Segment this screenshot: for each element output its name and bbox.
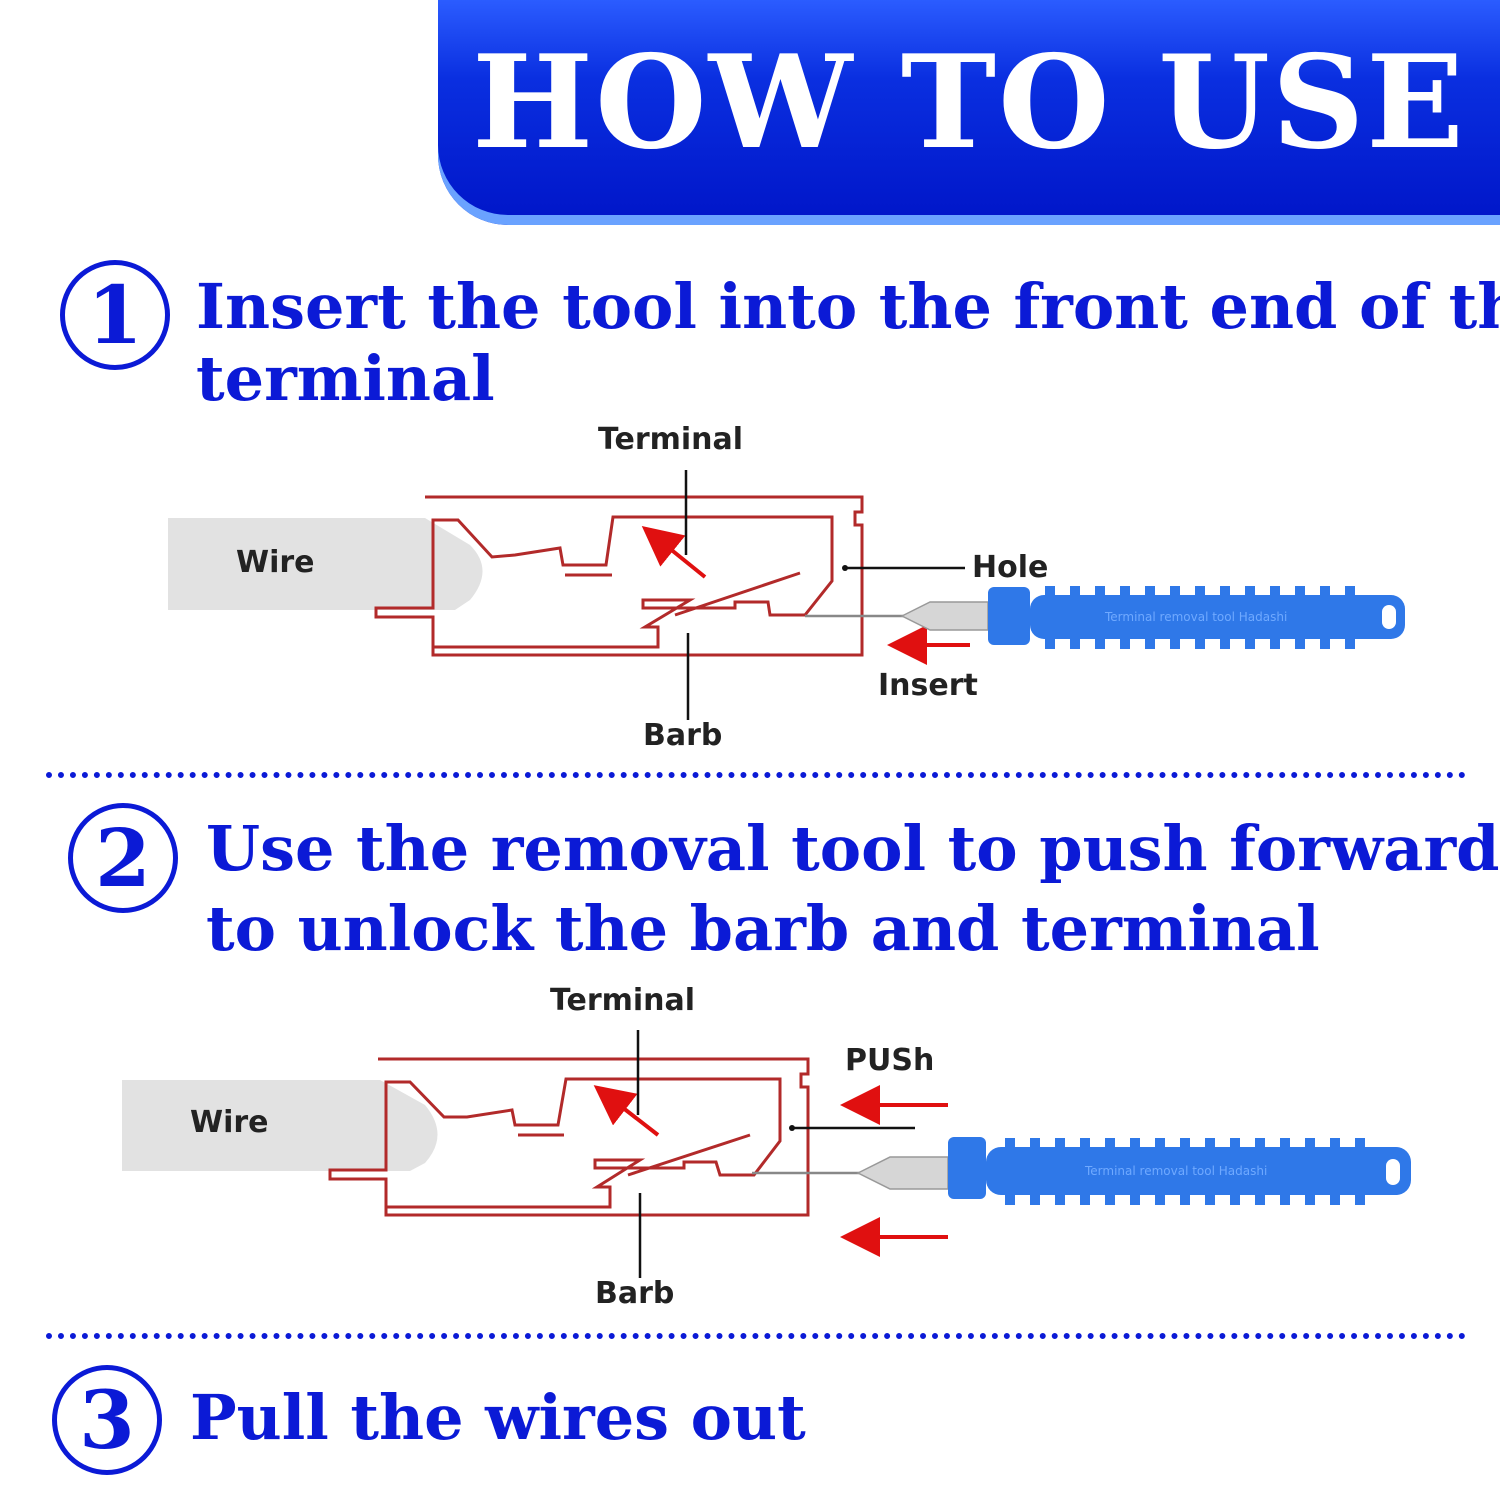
terminal-direction-arrow bbox=[641, 525, 707, 579]
hole-label: Hole bbox=[972, 550, 1048, 585]
divider-1 bbox=[46, 772, 1466, 778]
tool-probe bbox=[900, 601, 989, 631]
step-3-text: Pull the wires out bbox=[190, 1381, 806, 1454]
step-2-number: 2 bbox=[68, 803, 178, 913]
terminal-direction-arrow bbox=[593, 1085, 660, 1137]
push-label: PUSh bbox=[845, 1043, 934, 1078]
wire-label: Wire bbox=[190, 1105, 269, 1140]
header-banner: HOW TO USE bbox=[438, 0, 1500, 225]
step-2-text-line-2: to unlock the barb and terminal bbox=[206, 892, 1320, 965]
step-1-number: 1 bbox=[60, 260, 170, 370]
barb-label: Barb bbox=[643, 718, 722, 753]
tool-engraving: Terminal removal tool Hadashi bbox=[1104, 610, 1287, 624]
divider-2 bbox=[46, 1333, 1466, 1339]
page-title: HOW TO USE bbox=[472, 28, 1466, 178]
insert-label: Insert bbox=[878, 668, 978, 703]
step-1-text-line-1: Insert the tool into the front end of th… bbox=[196, 270, 1500, 343]
tool-probe bbox=[856, 1156, 949, 1190]
barb-label: Barb bbox=[595, 1276, 674, 1311]
removal-tool bbox=[948, 1137, 1411, 1199]
step-2-text-line-1: Use the removal tool to push forward bbox=[206, 812, 1500, 885]
step-3-number: 3 bbox=[52, 1365, 162, 1475]
connector-housing bbox=[328, 1057, 810, 1217]
diagram-push: Terminal removal tool Hadashi Terminal W… bbox=[122, 983, 1411, 1311]
wire-shape bbox=[122, 1080, 438, 1171]
step-1-text-line-2: terminal bbox=[196, 342, 495, 415]
wire-label: Wire bbox=[236, 545, 315, 580]
removal-tool bbox=[988, 587, 1405, 645]
diagram-insert: Terminal removal tool Hadashi Terminal W… bbox=[168, 422, 1405, 753]
terminal-label: Terminal bbox=[598, 422, 743, 457]
tool-engraving: Terminal removal tool Hadashi bbox=[1084, 1164, 1267, 1178]
terminal-label: Terminal bbox=[550, 983, 695, 1018]
wire-shape bbox=[168, 518, 483, 610]
connector-housing bbox=[374, 495, 864, 657]
